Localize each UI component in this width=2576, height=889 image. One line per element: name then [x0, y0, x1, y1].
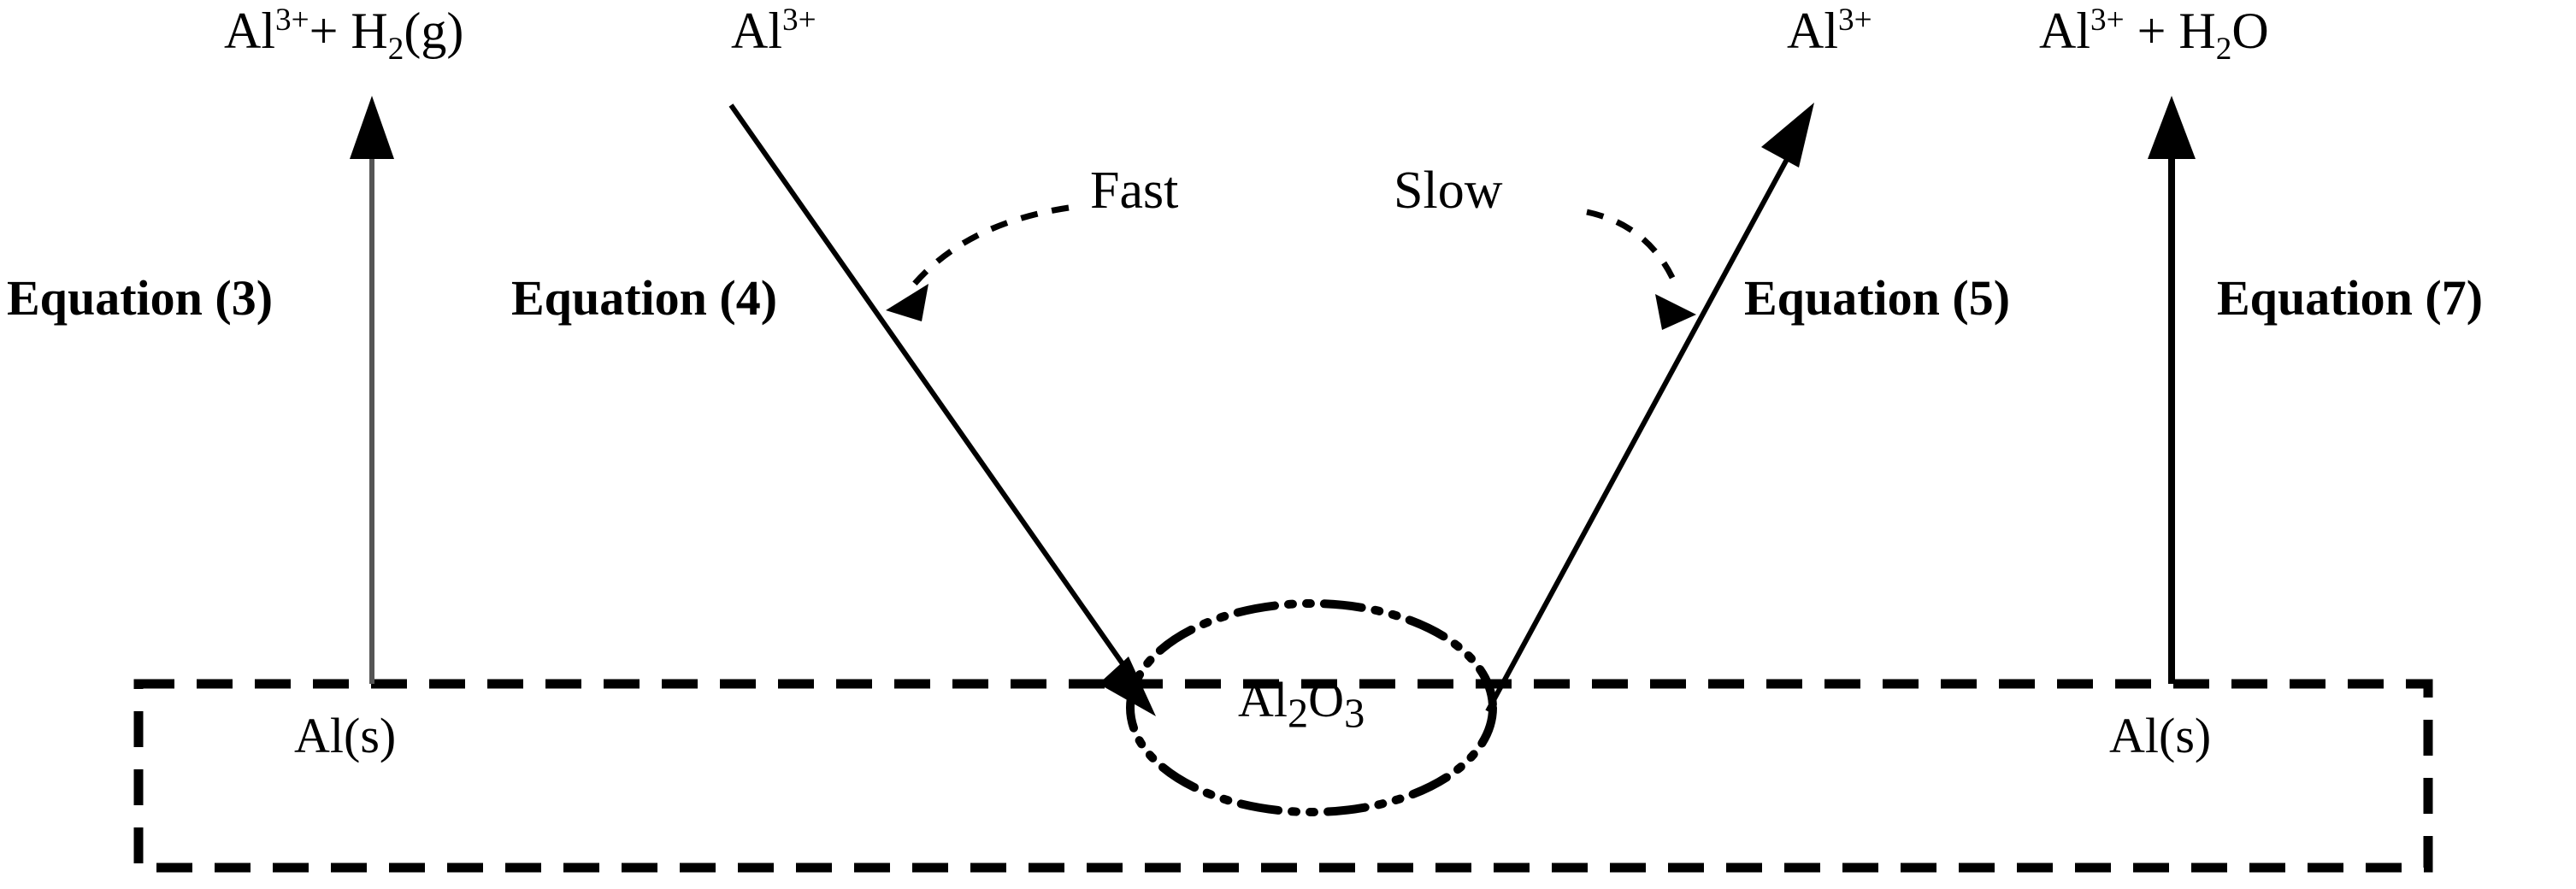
equation-label-5: Equation (5) — [1744, 270, 2011, 326]
rate-label-slow: Slow — [1394, 162, 1503, 220]
oxide-render: Al2O3 — [1238, 672, 1365, 737]
rate-label-fast: Fast — [1090, 162, 1179, 220]
equation-label-3: Equation (3) — [7, 270, 274, 326]
arrow-equation-4 — [728, 103, 1156, 716]
arrow-equation-5 — [1485, 103, 1814, 713]
arrow-equation-3 — [350, 96, 394, 684]
arrow-fast-pointer — [886, 204, 1070, 321]
substrate-box — [133, 679, 2433, 873]
oxide-label-al2o3: Al2O3 Al2O3 — [1238, 675, 1365, 735]
species-render: Al3+ — [1787, 3, 1872, 59]
species-label-al3-h2g: Al3++ H2(g) Al3++ H2(g) — [224, 3, 464, 67]
equation-label-7: Equation (7) — [2217, 270, 2484, 326]
species-render: Al3+ — [731, 3, 816, 59]
arrow-equation-7 — [2148, 96, 2196, 684]
equation-label-4: Equation (4) — [511, 270, 778, 326]
species-label-al3-h2o: Al3+ + H2O Al3+ + H2O — [2039, 3, 2269, 67]
substrate-label-left: Al(s) — [294, 708, 397, 763]
species-label-al3-right: Al3+ Al3+ — [1787, 3, 1872, 59]
species-render: Al3++ H2(g) — [224, 3, 464, 67]
oxide-ellipse — [1126, 599, 1497, 816]
arrow-slow-pointer — [1586, 209, 1696, 330]
species-label-al3-left: Al3+ Al3+ — [731, 3, 816, 59]
substrate-label-right: Al(s) — [2109, 708, 2212, 763]
species-render: Al3+ + H2O — [2039, 3, 2269, 67]
